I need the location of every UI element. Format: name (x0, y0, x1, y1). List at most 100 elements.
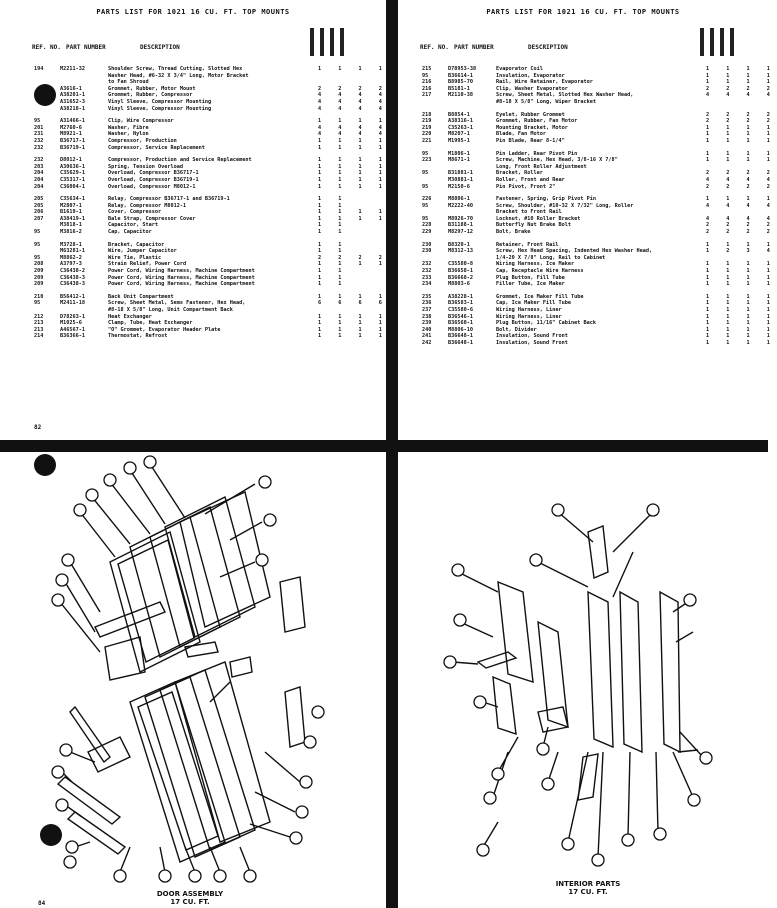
cell-desc: Clamp, Tube, Heat Exchanger (108, 320, 193, 327)
cell-desc: Overload, Compressor B36717-1 (108, 170, 199, 177)
cell-part: M8671-1 (448, 157, 470, 164)
model-columns (700, 28, 734, 56)
cell-part: M8806-10 (448, 326, 473, 333)
cell-part: M8312-13 (448, 248, 473, 255)
cell-desc: Bolt, Brake (496, 229, 531, 236)
cell-qty: 1 1 1 1 (318, 137, 389, 144)
table-row: 240 M8806-10 Bolt, Divider 1 1 1 1 (422, 326, 777, 334)
cell-desc: Relay, Compressor M8012-1 (108, 202, 187, 209)
interior-exploded-view (443, 503, 713, 867)
cell-part (60, 73, 108, 80)
cell-part: B36648-1 (448, 339, 473, 346)
cell-ref: 204 (34, 170, 44, 177)
cell-desc: Strain Relief, Power Cord (108, 261, 187, 268)
cell-part: M8926-70 (448, 215, 473, 222)
cell-ref: 236 (422, 300, 432, 307)
door-handle-upper (279, 576, 306, 633)
cell-desc: "O" Grommet, Evaporator Header Plate (108, 326, 221, 333)
cell-qty: 4 4 4 4 (706, 215, 777, 222)
cell-part: B36719-1 (60, 144, 85, 151)
cell-qty: 1 1 1 1 (318, 313, 389, 320)
cell-desc: Blade, Fan Motor (496, 131, 546, 138)
glass-shelf (587, 590, 614, 749)
cell-ref: 204 (34, 183, 44, 190)
cell-qty: 1 1 (318, 241, 349, 248)
cell-part: B31188-1 (448, 222, 473, 229)
cell-part (60, 307, 108, 314)
table-row: 1/4-20 X 7/8" Long, Rail to Cabinet (422, 255, 746, 262)
cell-desc: Capacitor, Start (108, 222, 158, 229)
cell-ref: 226 (422, 196, 432, 203)
cell-qty: 1 1 1 1 (318, 326, 389, 333)
cell-qty: 1 1 1 1 (706, 196, 777, 203)
cell-desc: Long, Front Roller Adjustment (496, 163, 587, 170)
cell-ref: 201 (34, 124, 44, 131)
cell-ref (422, 255, 448, 262)
cell-ref: 221 (422, 137, 432, 144)
cell-desc: Rail, Wire Retainer, Evaporator (496, 79, 593, 86)
cell-part: M8207-1 (448, 131, 470, 138)
cell-desc: Bolt, Divider (496, 326, 537, 333)
cell-part: M1025-6 (60, 320, 82, 327)
ice-tray (587, 525, 609, 580)
cell-ref: 235 (422, 293, 432, 300)
cell-desc: #8-18 X 5/8" Long, Wiper Bracket (496, 98, 596, 105)
cell-qty: 1 1 (318, 196, 349, 203)
cell-part: A31466-1 (60, 118, 85, 125)
cell-desc: Cap, Capacitor (108, 229, 152, 236)
cell-part: C35580-6 (448, 307, 473, 313)
cell-ref: 240 (422, 326, 432, 333)
table-row: Long, Front Roller Adjustment (422, 164, 746, 171)
cell-ref: 205 (34, 202, 44, 209)
cell-qty (706, 99, 746, 106)
cell-ref: 209 (34, 268, 44, 275)
cell-desc: Roller, Front and Rear (496, 176, 565, 183)
cell-desc: Washer, Nylon (108, 131, 149, 138)
cell-part: C35317-1 (60, 176, 85, 183)
page-number: 82 (34, 424, 42, 431)
col-desc-header: DESCRIPTION (528, 44, 568, 51)
cell-desc: Wiring Harness, Liner (496, 307, 562, 313)
cell-ref: 95 (422, 150, 429, 157)
cell-part: D78263-1 (60, 313, 85, 320)
col-part-header: PART NUMBER (454, 44, 494, 51)
cell-part: B36668-2 (448, 274, 473, 281)
cell-qty: 4 4 4 4 (318, 92, 389, 99)
cell-ref: 216 (422, 79, 432, 86)
cell-qty: 1 1 1 1 (706, 326, 777, 333)
cell-ref: 95 (422, 215, 429, 222)
cell-ref: 206 (34, 209, 44, 216)
cell-qty: 1 1 1 1 (706, 320, 777, 327)
cell-qty: 2 2 2 2 (706, 229, 777, 236)
cell-desc: Thermostat, Refrost (108, 333, 168, 340)
cell-qty: 1 1 1 1 (706, 131, 777, 138)
cell-part: M1995-1 (448, 137, 470, 144)
cell-part: B36546-1 (448, 313, 473, 320)
hole-punch (34, 454, 56, 476)
cell-qty: 1 1 (318, 222, 349, 229)
parts-list-right: PARTS LIST FOR 1021 16 CU. FT. TOP MOUNT… (398, 0, 777, 440)
cell-part: M3728-1 (60, 241, 82, 248)
cell-ref (34, 248, 60, 255)
cell-qty: 6 6 6 6 (318, 300, 389, 307)
cell-ref: 209 (34, 274, 44, 281)
cell-qty: 2 2 2 2 (318, 254, 389, 261)
door-assembly-diagram: DOOR ASSEMBLY 17 CU. FT. 84 (0, 452, 386, 908)
cell-desc: Cap, Receptacle Wire Harness (496, 268, 584, 275)
cell-part: B36560-1 (448, 320, 473, 327)
cell-ref (34, 222, 60, 229)
